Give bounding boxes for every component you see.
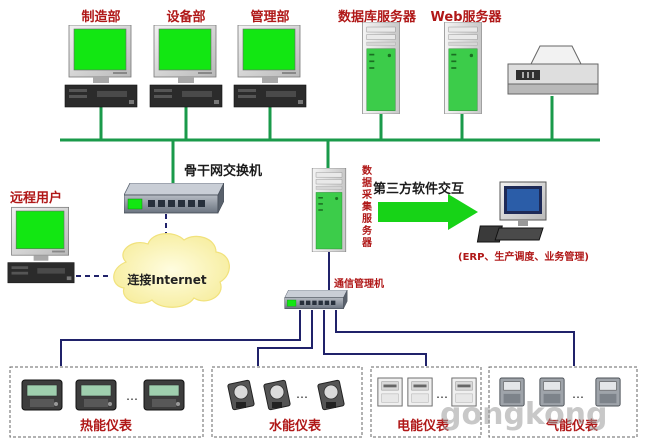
database-server-icon [362, 22, 400, 114]
heat-meter-icon [21, 379, 63, 411]
meter-group-box [9, 366, 204, 438]
arrow-right-icon [378, 194, 478, 230]
meter-group-label: 电能仪表 [397, 418, 450, 434]
web-server-label: Web服务器 [431, 9, 503, 25]
comm-switch-icon [284, 290, 348, 310]
dept-label-management: 管理部 [250, 9, 289, 25]
electric-meter-icon [407, 377, 433, 407]
dept-label-manufacturing: 制造部 [81, 9, 120, 25]
comm-switch-label: 通信管理机 [334, 277, 384, 290]
heat-meter-icon [143, 379, 185, 411]
internet-cloud-icon [113, 233, 230, 308]
printer-icon [507, 45, 599, 95]
electric-meter-icon [377, 377, 403, 407]
meter-group-label: 热能仪表 [80, 418, 133, 434]
ellipsis-text: … [436, 387, 448, 401]
computer-icon [64, 25, 138, 108]
computer-icon [149, 25, 223, 108]
field-bus [60, 310, 575, 366]
remote-computer-icon [7, 206, 75, 284]
backbone-switch-label: 骨干网交换机 [184, 163, 262, 179]
heat-meter-icon [75, 379, 117, 411]
computer-icon [233, 25, 307, 108]
remote-user-label: 远程用户 [10, 190, 62, 206]
backbone-switch-icon [124, 183, 224, 214]
third-party-subtitle: (ERP、生产调度、业务管理) [458, 250, 589, 263]
water-meter-icon [263, 379, 291, 411]
watermark-text: gongkong [440, 397, 608, 432]
third-party-label: 第三方软件交互 [373, 181, 464, 197]
internet-label: 连接Internet [127, 272, 206, 287]
meter-group-box [370, 366, 482, 438]
web-server-icon [444, 22, 482, 114]
meter-group-label: 水能仪表 [269, 418, 322, 434]
dept-label-equipment: 设备部 [166, 9, 205, 25]
desktop-computer-icon [476, 181, 547, 243]
ellipsis-text: … [572, 387, 584, 401]
backbone-bus [60, 96, 600, 185]
meter-group-box [211, 366, 363, 438]
ellipsis-text: … [126, 389, 138, 403]
water-meter-icon [317, 379, 345, 411]
water-meter-icon [227, 379, 255, 411]
meter-group-label: 气能仪表 [546, 418, 599, 434]
data-server-icon [311, 168, 347, 252]
meter-group-box [488, 366, 638, 438]
data-server-label: 数据采集服务器 [361, 164, 373, 249]
ellipsis-text: … [296, 387, 308, 401]
database-server-label: 数据库服务器 [338, 9, 417, 25]
